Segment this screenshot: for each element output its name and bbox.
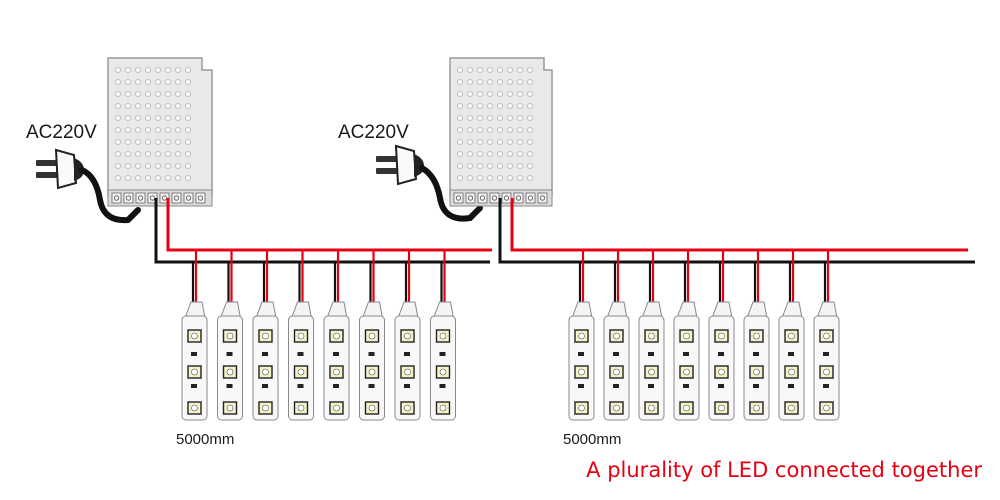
led-strip-icon: [743, 250, 770, 421]
led-strip-icon: [430, 250, 456, 421]
led-strip-icon: [813, 250, 840, 421]
unit-1-led-strips: [181, 250, 456, 421]
unit-2: AC220V 5000mm: [338, 57, 975, 448]
unit-2-negative-bus: [498, 198, 975, 264]
led-strip-icon: [673, 250, 700, 421]
led-strip-icon: [181, 250, 208, 421]
unit-1: AC220V 5000mm: [26, 57, 492, 448]
led-strip-icon: [394, 250, 421, 421]
power-plug-icon: [376, 144, 424, 186]
unit-2-led-strips: [568, 250, 840, 421]
unit-1-positive-bus: [166, 198, 492, 252]
unit-2-input-label: AC220V: [338, 122, 409, 143]
unit-2-strip-length-label: 5000mm: [563, 431, 621, 448]
led-strip-icon: [778, 250, 805, 421]
power-supply-icon: [107, 57, 213, 207]
unit-1-strip-length-label: 5000mm: [176, 431, 234, 448]
led-strip-icon: [568, 250, 595, 421]
led-strip-icon: [323, 250, 350, 421]
led-strip-icon: [603, 250, 630, 421]
power-plug-icon: [36, 148, 84, 190]
unit-2-positive-bus: [510, 198, 968, 252]
led-strip-icon: [252, 250, 279, 421]
caption: A plurality of LED connected together: [586, 458, 982, 482]
led-strip-icon: [638, 250, 665, 421]
unit-1-input-label: AC220V: [26, 122, 97, 143]
led-strip-icon: [217, 250, 243, 421]
led-strip-icon: [359, 250, 385, 421]
unit-1-negative-bus: [154, 198, 490, 264]
led-strip-icon: [708, 250, 735, 421]
unit-2-power-cord: [419, 165, 483, 222]
power-supply-icon: [449, 57, 553, 207]
led-strip-icon: [288, 250, 314, 421]
unit-1-power-cord: [79, 167, 141, 224]
